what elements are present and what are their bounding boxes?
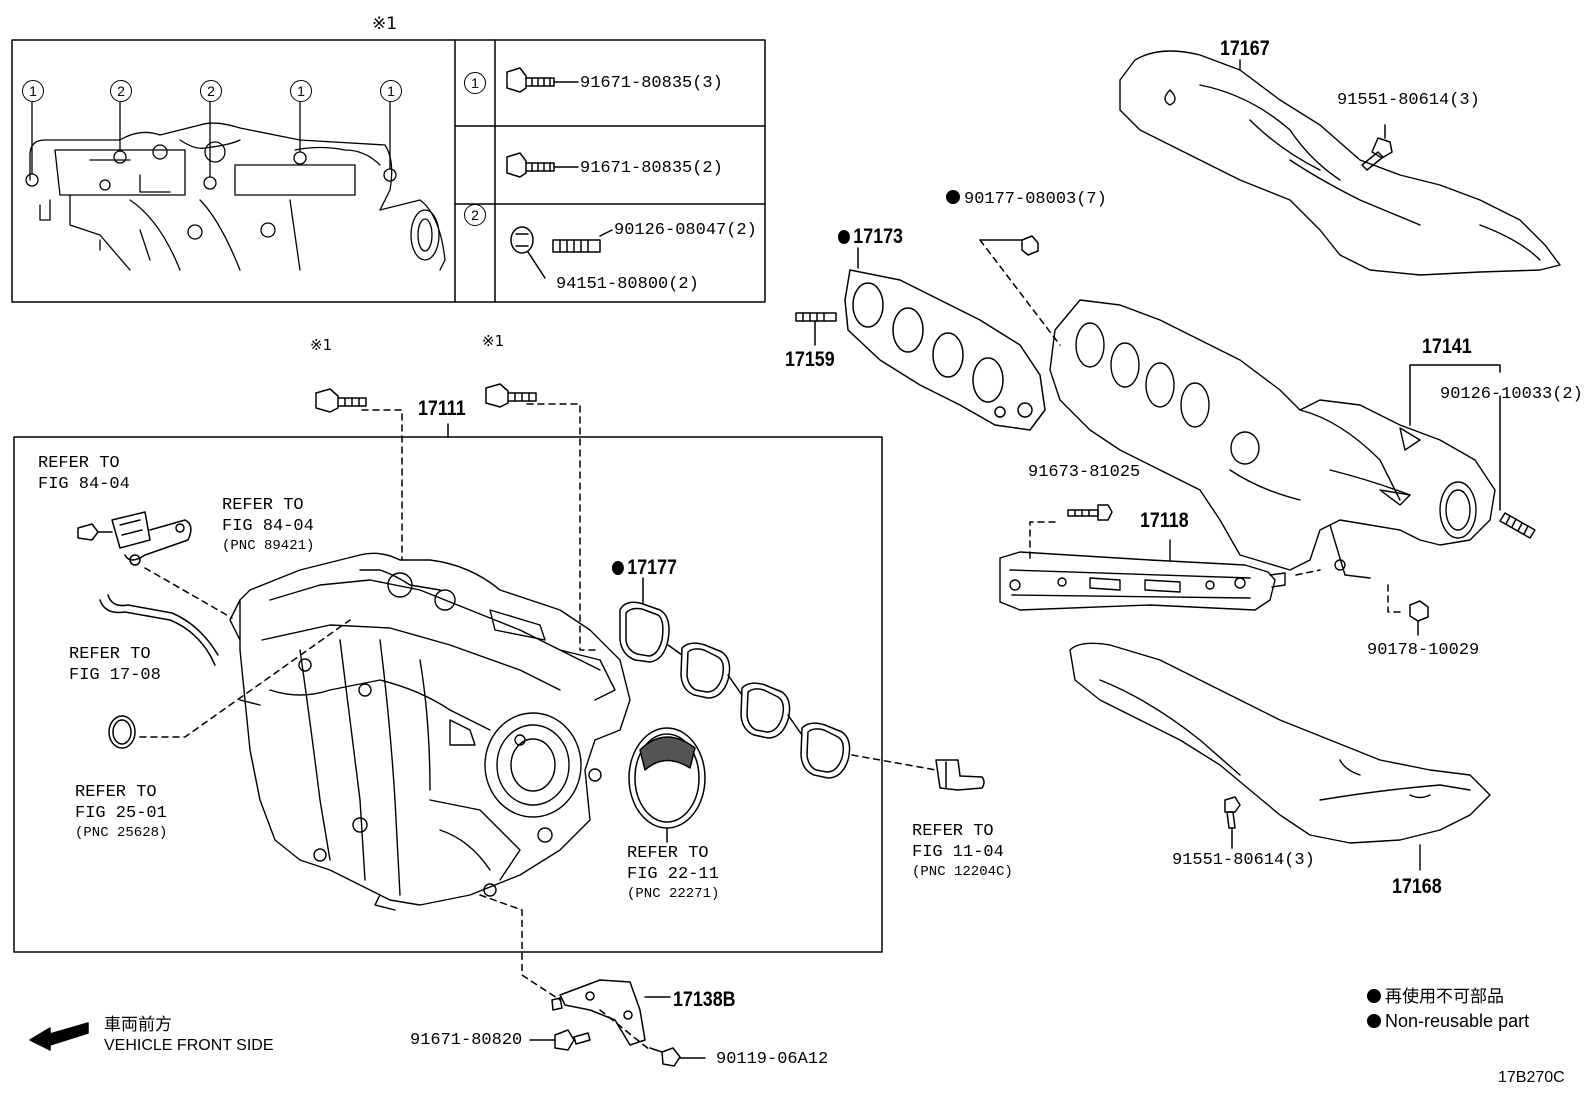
part-17138b: 17138B [673,988,736,1011]
inset-callout-2-a: 2 [110,80,132,102]
refer-fig-84-04-b: REFER TO FIG 84-04 (PNC 89421) [222,497,314,553]
inset-nut-row2: 94151-80800(2) [556,275,699,294]
inset-stud-row2: 90126-08047(2) [614,221,757,240]
bracket-17118 [999,539,1286,611]
refer-fig: FIG 11-04 [912,843,1004,862]
note-symbol-right-bolt: ※1 [482,332,505,350]
refer-fig-25-01: REFER TO FIG 25-01 (PNC 25628) [75,784,167,840]
part-17118: 17118 [1140,509,1189,532]
bolt-91551-top [1361,124,1393,171]
refer-fig: FIG 22-11 [627,865,719,884]
refer-fig-84-04-a: REFER TO FIG 84-04 [38,455,130,493]
legend-japanese: 再使用不可部品 [1367,988,1504,1005]
legend-english: Non-reusable part [1367,1012,1529,1030]
inset-bolt-row1: 91671-80835(3) [580,74,723,93]
refer-pnc: (PNC 89421) [222,538,315,554]
nut-90177-label: 90177-08003(7) [946,190,1107,208]
dashed-leaders [139,239,1404,1051]
refer-fig: FIG 84-04 [222,517,314,536]
diagram-code: 17B270C [1498,1069,1565,1086]
stud-90126-10033-label: 90126-10033(2) [1440,385,1583,404]
inset-bolt-row2: 91671-80835(2) [580,159,723,178]
stud-90126-10033 [1499,512,1536,539]
nut-90177 [979,235,1039,256]
bracket-17138b [551,979,671,1046]
part-17177: 17177 [612,557,677,578]
leader-17141 [1409,364,1501,511]
part-17141: 17141 [1422,335,1472,358]
sensor-and-hose [77,511,219,749]
bolt-91673-label: 91673-81025 [1028,463,1141,482]
refer-fig: FIG 17-08 [69,666,161,685]
note-symbol-left-bolt: ※1 [310,336,333,354]
inset-callout-1-c: 1 [380,80,402,102]
front-arrow [29,1022,89,1051]
bolt-91673 [1067,504,1113,521]
part-17168: 17168 [1392,875,1442,898]
note-symbol-top: ※1 [372,14,398,34]
intake-manifold-box [13,436,883,953]
main-bolts [315,383,537,413]
injector-part [935,759,985,791]
inset-callout-2-b: 2 [200,80,222,102]
refer-pnc: (PNC 22271) [627,886,720,902]
refer-fig-11-04: REFER TO FIG 11-04 (PNC 12204C) [912,823,1013,879]
refer-fig-22-11: REFER TO FIG 22-11 (PNC 22271) [627,845,719,901]
refer-line: REFER TO [912,822,994,841]
legend-dot [1367,989,1381,1003]
bolt-90119-label: 90119-06A12 [716,1050,829,1069]
nut-90178-label: 90178-10029 [1367,641,1480,660]
bolt-91551-bottom-label: 91551-80614(3) [1172,851,1315,870]
heat-insulator-17168 [1069,642,1491,871]
gasket-17177 [619,577,851,779]
part-17111: 17111 [418,397,466,420]
inset-bolt-icons [506,67,613,279]
vehicle-front-japanese: 車両前方 [104,1015,172,1034]
part-17159: 17159 [785,348,835,371]
inset-callout-1-a: 1 [22,80,44,102]
bolt-91551-top-label: 91551-80614(3) [1337,91,1480,110]
refer-fig: FIG 25-01 [75,804,167,823]
refer-line: REFER TO [627,844,709,863]
bolt-91671-80820-label: 91671-80820 [410,1031,523,1050]
refer-fig: FIG 84-04 [38,475,130,494]
refer-pnc: (PNC 12204C) [912,864,1013,880]
bolt-91551-bottom [1224,796,1241,849]
inset-box [11,39,766,303]
nut-90178 [1409,600,1429,636]
intake-manifold [229,552,631,911]
throttle-gasket [628,727,706,843]
exhaust-manifold [1049,299,1496,579]
non-reusable-dot [838,230,850,244]
heat-insulator-17167 [1119,50,1561,276]
refer-line: REFER TO [222,496,304,515]
part-17173: 17173 [838,226,903,247]
inset-row-callout-1: 1 [464,72,486,94]
refer-fig-17-08: REFER TO FIG 17-08 [69,646,161,684]
bottom-bolts [529,1029,706,1067]
refer-line: REFER TO [69,645,151,664]
part-17167: 17167 [1220,37,1270,60]
non-reusable-dot [946,190,960,204]
gasket-17173 [844,247,1046,431]
legend-dot [1367,1014,1381,1028]
inset-manifold-sketch [25,101,446,271]
inset-row-callout-2: 2 [464,204,486,226]
vehicle-front-english: VEHICLE FRONT SIDE [104,1037,274,1054]
refer-pnc: (PNC 25628) [75,825,168,841]
non-reusable-dot [612,561,624,575]
stud-17159 [795,312,837,346]
refer-line: REFER TO [38,454,120,473]
refer-line: REFER TO [75,783,157,802]
inset-callout-1-b: 1 [290,80,312,102]
